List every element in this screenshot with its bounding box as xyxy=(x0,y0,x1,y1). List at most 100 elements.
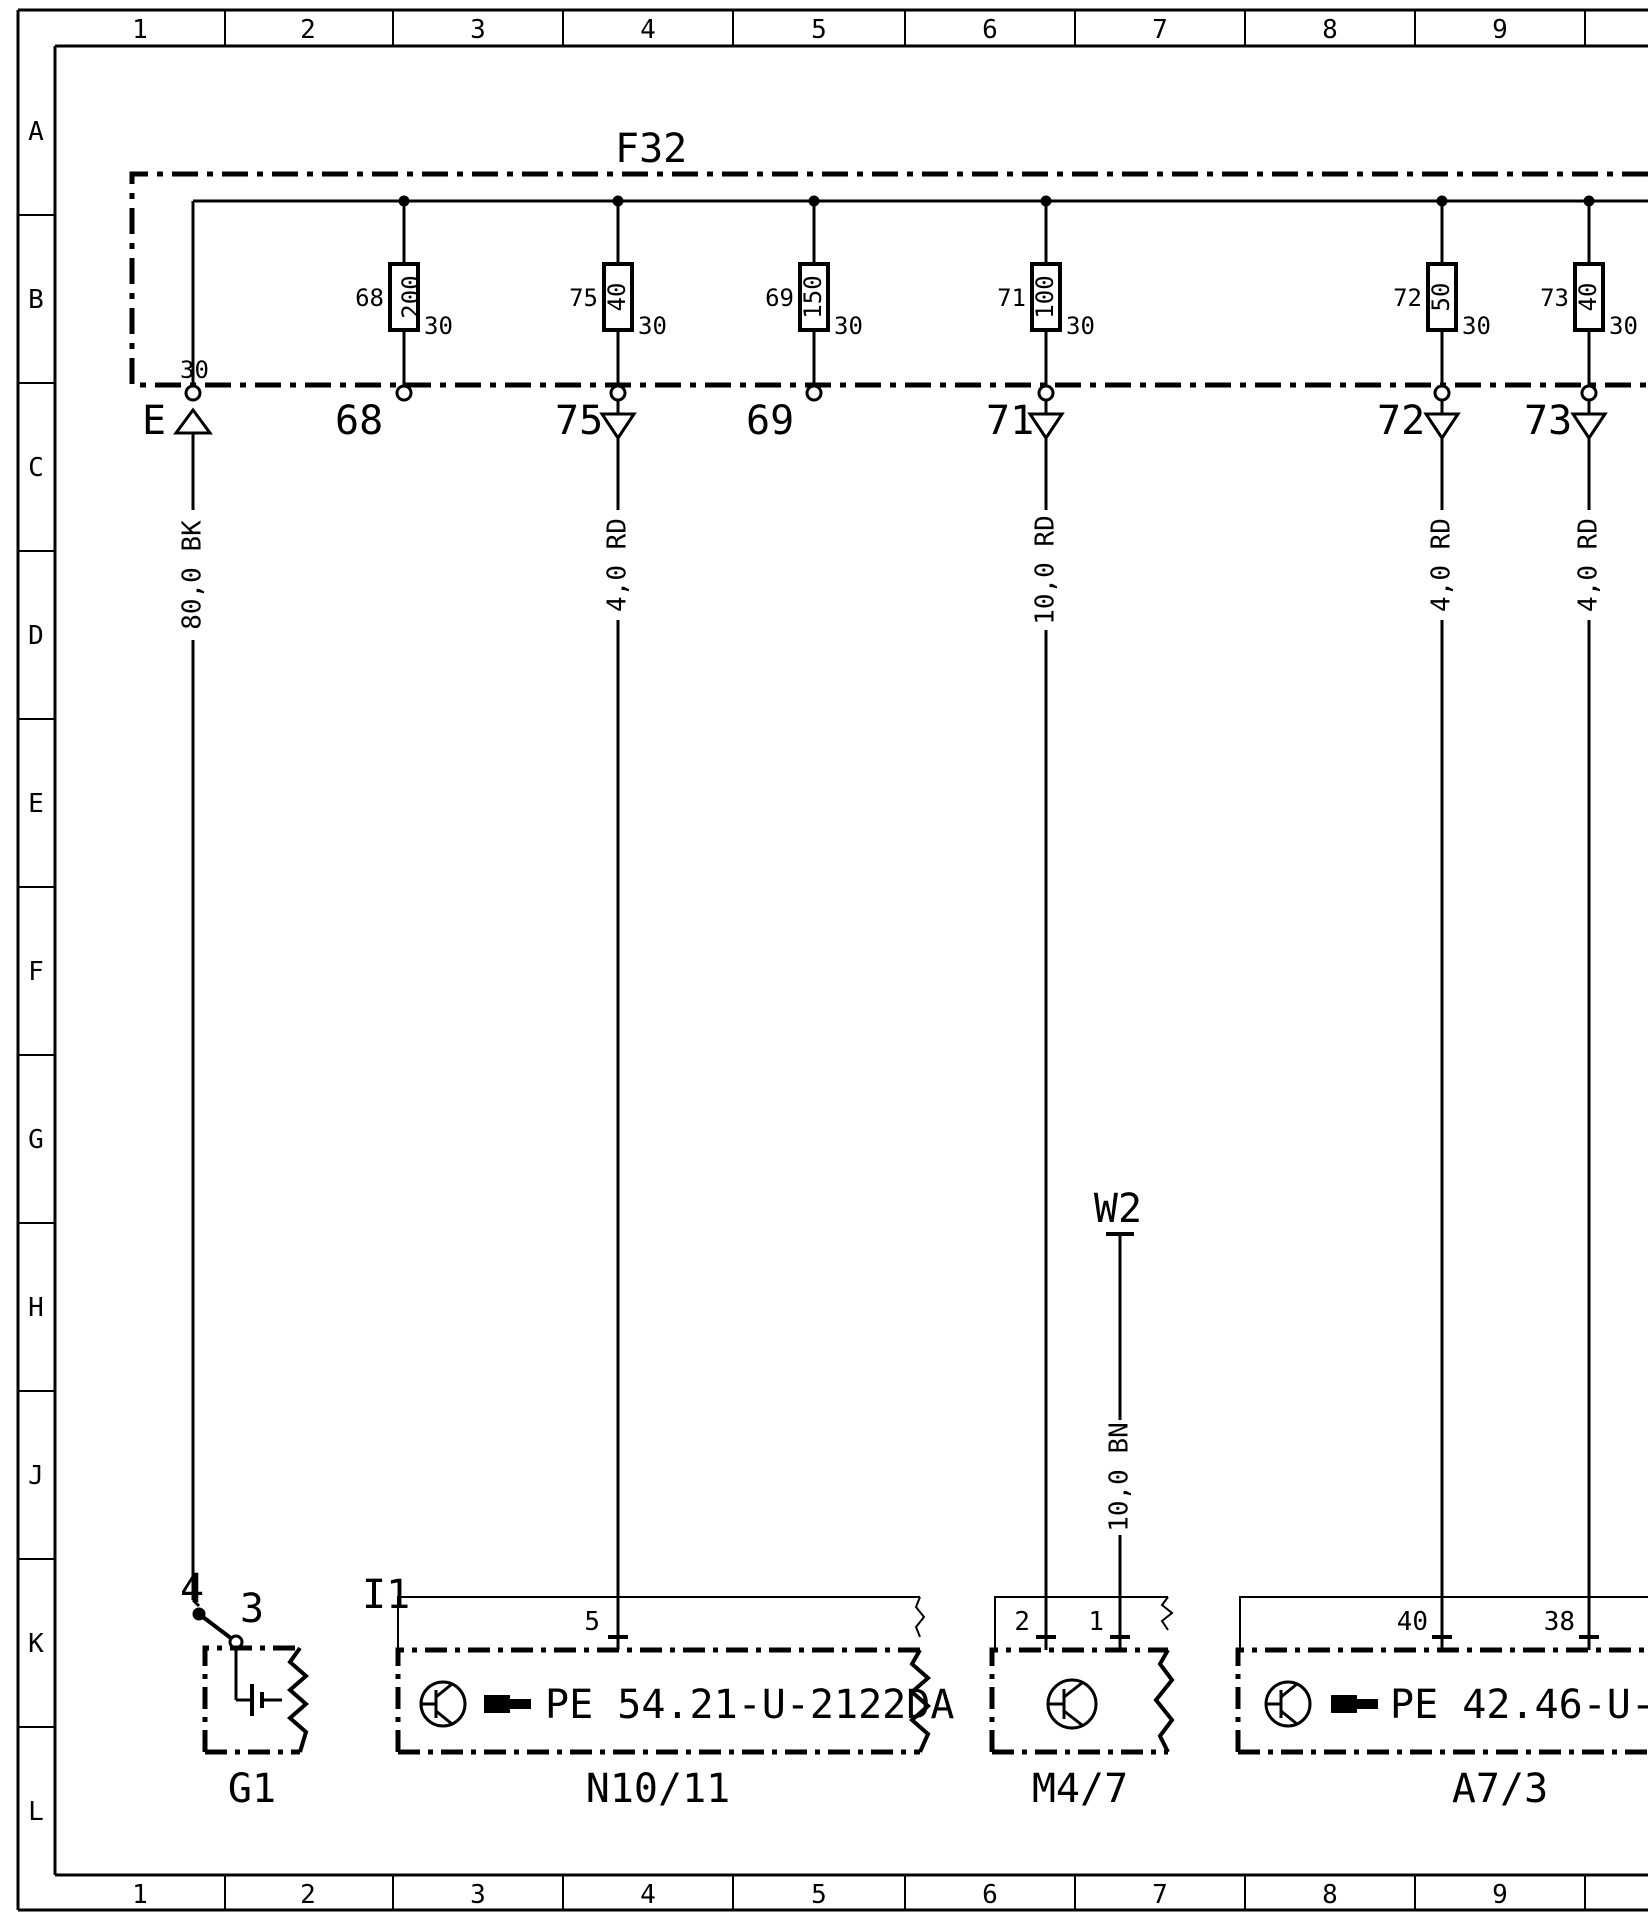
output-label: 68 xyxy=(335,398,383,444)
fuse-id: 69 xyxy=(765,284,794,312)
connector-arrow-down-icon xyxy=(1423,412,1461,441)
fuse-rating: 40 xyxy=(603,283,631,312)
ground-point-w2: W2 xyxy=(1094,1186,1142,1236)
switch-contact-icon xyxy=(197,1612,238,1644)
wire-labels: 80,0 BK 4,0 RD 10,0 RD 4,0 RD 4,0 RD 10,… xyxy=(178,515,1604,1532)
col-label: 5 xyxy=(811,1880,827,1910)
drawing-frame xyxy=(16,8,1648,1912)
pointing-hand-icon xyxy=(484,1695,531,1713)
wire-label: 4,0 RD xyxy=(1427,518,1457,612)
output-label: 69 xyxy=(746,398,794,444)
output-label: 72 xyxy=(1377,398,1425,444)
fuse-id: 68 xyxy=(355,284,384,312)
col-label: 8 xyxy=(1322,15,1338,45)
col-label: 4 xyxy=(640,1880,656,1910)
fuse-68: 200 68 30 xyxy=(355,195,453,402)
pin-label: 2 xyxy=(1014,1607,1030,1637)
col-label: 4 xyxy=(640,15,656,45)
row-label: H xyxy=(28,1293,44,1323)
transistor-icon xyxy=(1264,1680,1312,1728)
fuse-terminal: 30 xyxy=(834,312,863,340)
col-label: 8 xyxy=(1322,1880,1338,1910)
col-label: 6 xyxy=(982,15,998,45)
component-label: N10/11 xyxy=(586,1766,731,1812)
fuse-rating: 200 xyxy=(397,275,425,318)
row-label: D xyxy=(28,621,44,651)
fuse-id: 75 xyxy=(569,284,598,312)
fuse-terminal: 30 xyxy=(424,312,453,340)
wire-label: 4,0 RD xyxy=(1574,518,1604,612)
transistor-icon xyxy=(419,1680,467,1728)
pin-label: 3 xyxy=(240,1586,264,1632)
col-label: 9 xyxy=(1492,1880,1508,1910)
col-label: 9 xyxy=(1492,15,1508,45)
row-label: K xyxy=(28,1629,44,1659)
wire-label: 4,0 RD xyxy=(603,518,633,612)
component-a7-3: 40 38 PE 42.46-U- A7/3 xyxy=(1235,1596,1648,1812)
output-label: 71 xyxy=(986,398,1034,444)
fuse-terminal: 30 xyxy=(1066,312,1095,340)
fuse-id: 72 xyxy=(1393,284,1422,312)
input-terminal-label: 30 xyxy=(180,356,209,384)
fuse-rating: 40 xyxy=(1574,283,1602,312)
fuse-71: 100 71 30 xyxy=(997,195,1095,402)
fuse-id: 73 xyxy=(1540,284,1569,312)
grid-row-labels: A B C D E F G H J K L xyxy=(28,117,44,1827)
grid-column-ticks xyxy=(224,10,1586,1910)
row-label: B xyxy=(28,285,44,315)
fuse-box-label: F32 xyxy=(615,126,687,172)
col-label: 1 xyxy=(132,15,148,45)
connector-arrow-down-icon xyxy=(599,412,637,441)
fuse-terminal: 30 xyxy=(1462,312,1491,340)
wire-label: 80,0 BK xyxy=(178,520,208,630)
connector-arrow-up-icon xyxy=(173,407,213,435)
fuse-69: 150 69 30 xyxy=(765,195,863,402)
fuse-rating: 100 xyxy=(1031,275,1059,318)
output-label: 73 xyxy=(1524,398,1572,444)
row-label: J xyxy=(28,1461,44,1491)
component-label: A7/3 xyxy=(1452,1766,1548,1812)
connector-arrow-down-icon xyxy=(1027,412,1065,441)
input-pin-label: E xyxy=(142,398,166,444)
col-label: 3 xyxy=(470,1880,486,1910)
component-n10-11: I1 5 PE 54.21-U-2122DA N10/11 xyxy=(362,1572,954,1812)
grid-row-ticks xyxy=(18,214,55,1728)
fuse-terminal: 30 xyxy=(1609,312,1638,340)
component-label: G1 xyxy=(228,1766,276,1812)
fuse-73: 40 73 30 xyxy=(1540,195,1638,402)
fuse-75: 40 75 30 xyxy=(569,195,667,402)
pin-label: 1 xyxy=(1088,1607,1104,1637)
row-label: F xyxy=(28,957,44,987)
connector-arrow-down-icon xyxy=(1570,412,1608,441)
col-label: 2 xyxy=(300,1880,316,1910)
fuse-72: 50 72 30 xyxy=(1393,195,1491,402)
grid-column-labels: 1 2 3 4 5 6 7 8 9 1 2 3 4 5 6 7 8 9 xyxy=(132,15,1508,1910)
fuse-box-f32: F32 30 200 68 30 40 75 30 xyxy=(129,126,1648,402)
row-label: G xyxy=(28,1125,44,1155)
row-label: A xyxy=(28,117,44,147)
fuse-rating: 50 xyxy=(1427,283,1455,312)
row-label: C xyxy=(28,453,44,483)
wire-label: 10,0 RD xyxy=(1031,515,1061,625)
fuse-terminal: 30 xyxy=(638,312,667,340)
reference-label: PE 54.21-U-2122DA xyxy=(545,1682,954,1728)
row-label: L xyxy=(28,1797,44,1827)
wire-label: 10,0 BN xyxy=(1105,1422,1135,1532)
pin-label: 40 xyxy=(1397,1607,1428,1637)
col-label: 5 xyxy=(811,15,827,45)
fuse-id: 71 xyxy=(997,284,1026,312)
pin-label: 4 xyxy=(180,1566,204,1612)
col-label: 7 xyxy=(1152,1880,1168,1910)
col-label: 6 xyxy=(982,1880,998,1910)
col-label: 7 xyxy=(1152,15,1168,45)
col-label: 3 xyxy=(470,15,486,45)
reference-label: PE 42.46-U- xyxy=(1390,1682,1648,1728)
wires xyxy=(191,433,1591,1608)
fuse-outputs: E 68 75 69 71 72 73 xyxy=(142,384,1608,444)
pointing-hand-icon xyxy=(1331,1695,1378,1713)
col-label: 1 xyxy=(132,1880,148,1910)
component-m4-7: 2 1 M4/7 xyxy=(989,1596,1175,1812)
component-prefix: I1 xyxy=(362,1572,410,1618)
ground-label: W2 xyxy=(1094,1186,1142,1232)
component-label: M4/7 xyxy=(1032,1766,1128,1812)
